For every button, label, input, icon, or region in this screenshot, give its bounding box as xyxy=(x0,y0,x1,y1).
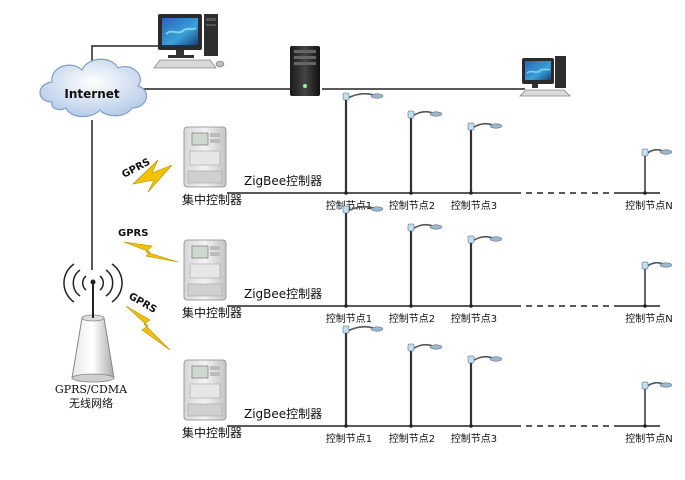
control-node-label: 控制节点3 xyxy=(451,312,497,325)
zigbee-controller-label: ZigBee控制器 xyxy=(244,287,322,301)
radio-waves-icon xyxy=(63,263,123,303)
concentrator-label: 集中控制器 xyxy=(182,425,242,440)
concentrator-meter-icon xyxy=(183,359,227,421)
street-light-icon xyxy=(342,325,384,428)
street-light-icon xyxy=(407,110,443,195)
internet-cloud: Internet xyxy=(39,58,148,118)
lightning-icon xyxy=(123,241,179,263)
control-node-label: 控制节点3 xyxy=(451,432,497,445)
zigbee-controller-label: ZigBee控制器 xyxy=(244,407,322,421)
gprs-link-3: GPRS xyxy=(125,291,171,351)
control-node-label: 控制节点N xyxy=(625,432,672,445)
control-node-label: 控制节点2 xyxy=(389,312,435,325)
gprs-link-2: GPRS xyxy=(118,228,179,263)
concentrator-meter-icon xyxy=(183,239,227,301)
control-node-label: 控制节点N xyxy=(625,312,672,325)
street-light-icon xyxy=(467,355,503,428)
tower-label-line2: 无线网络 xyxy=(69,396,113,410)
control-node-label: 控制节点1 xyxy=(326,199,372,212)
control-node-label: 控制节点1 xyxy=(326,432,372,445)
tower-label-line1: GPRS/CDMA xyxy=(55,383,128,396)
gprs-label: GPRS xyxy=(118,228,148,239)
concentrator-label: 集中控制器 xyxy=(182,192,242,207)
control-node-label: 控制节点N xyxy=(625,199,672,212)
controller-rows: 集中控制器ZigBee控制器控制节点1控制节点2控制节点3控制节点N集中控制器Z… xyxy=(182,92,673,445)
zigbee-controller-label: ZigBee控制器 xyxy=(244,174,322,188)
lightning-icon xyxy=(125,305,171,351)
street-light-icon xyxy=(467,235,503,308)
street-light-icon xyxy=(407,223,443,308)
lightning-icon xyxy=(132,159,173,193)
control-node-label: 控制节点2 xyxy=(389,432,435,445)
server-icon xyxy=(290,46,320,96)
control-node-label: 控制节点1 xyxy=(326,312,372,325)
internet-label: Internet xyxy=(64,87,119,101)
street-light-icon xyxy=(641,261,673,308)
street-light-icon xyxy=(342,92,384,195)
gprs-label: GPRS xyxy=(127,291,159,316)
concentrator-meter-icon xyxy=(183,126,227,188)
street-light-icon xyxy=(641,148,673,195)
cloud-icon xyxy=(39,58,148,118)
network-links xyxy=(91,45,525,270)
workstation-computer-icon xyxy=(153,14,225,69)
control-node-label: 控制节点3 xyxy=(451,199,497,212)
control-node-label: 控制节点2 xyxy=(389,199,435,212)
street-light-icon xyxy=(342,205,384,308)
street-light-icon xyxy=(467,122,503,195)
street-light-icon xyxy=(641,381,673,428)
client-computer-icon xyxy=(519,56,571,97)
concentrator-label: 集中控制器 xyxy=(182,305,242,320)
gprs-link-1: GPRS xyxy=(120,157,173,193)
street-light-icon xyxy=(407,343,443,428)
cell-tower-icon: GPRS/CDMA 无线网络 xyxy=(55,263,128,410)
